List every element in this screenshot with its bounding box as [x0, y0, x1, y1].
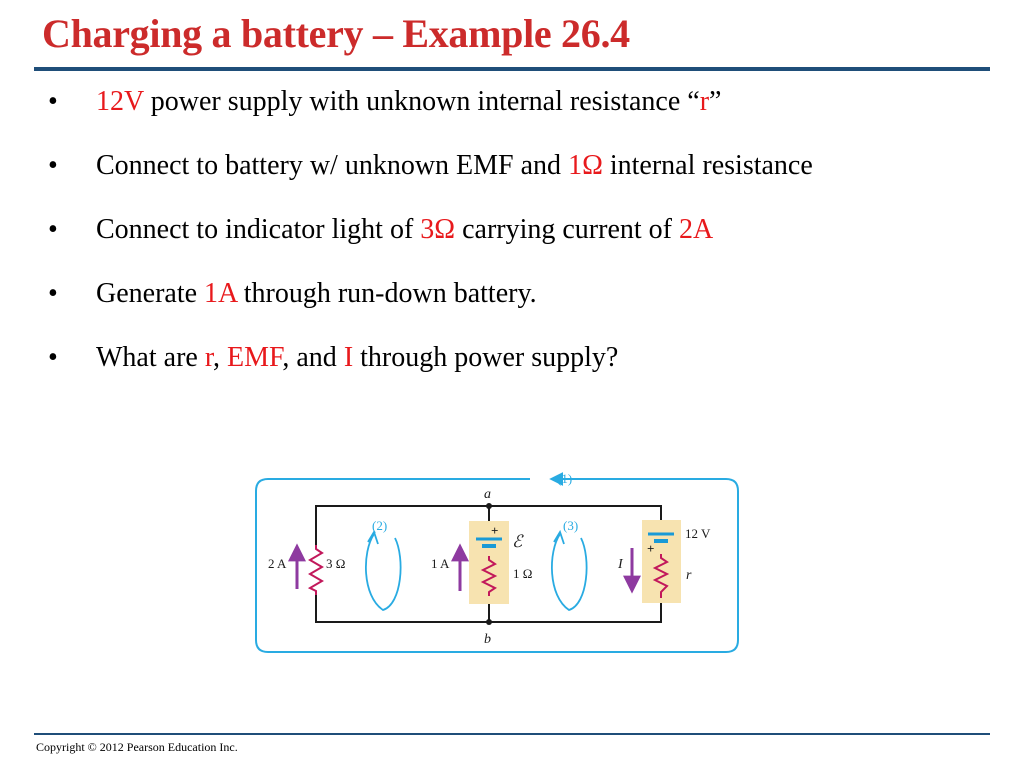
- branch1-current-label: 2 A: [268, 556, 287, 571]
- bullet-highlight: 1A: [204, 278, 237, 309]
- bullet-item: • 12V power supply with unknown internal…: [0, 84, 1024, 148]
- branch3-current-label: I: [617, 557, 624, 572]
- bullet-segment: Generate: [96, 278, 205, 309]
- bullet-segment: Connect to battery w/ unknown EMF and: [96, 150, 569, 181]
- bullet-highlight: 1Ω: [568, 150, 603, 181]
- bullet-item: • Connect to indicator light of 3Ω carry…: [0, 212, 1024, 276]
- bullet-segment: What are: [96, 342, 205, 373]
- bullet-text: Connect to battery w/ unknown EMF and 1Ω…: [96, 148, 813, 184]
- loop-3-arrowhead: [553, 529, 565, 545]
- bullet-dot: •: [48, 342, 58, 373]
- bullet-text: What are r, EMF, and I through power sup…: [96, 340, 618, 376]
- resistor-3ohm: [307, 545, 324, 595]
- bullet-item: • Connect to battery w/ unknown EMF and …: [0, 148, 1024, 212]
- branch3-voltage-label: 12 V: [685, 526, 711, 541]
- battery-emf-box: [469, 521, 509, 604]
- bullet-item: • Generate 1A through run-down battery.: [0, 276, 1024, 340]
- bullet-highlight: 2A: [678, 214, 714, 245]
- branch1-resistance-label: 3 Ω: [326, 556, 345, 571]
- bullet-highlight: 3Ω: [420, 214, 456, 245]
- loop-3-path: [551, 533, 588, 611]
- node-a-dot: [486, 503, 492, 509]
- branch2-emf-label: ℰ: [512, 532, 524, 551]
- bullet-text: Generate 1A through run-down battery.: [96, 276, 537, 312]
- bullet-highlight: r: [204, 342, 214, 373]
- slide-title: Charging a battery – Example 26.4: [42, 11, 630, 56]
- loop-3-label: (3): [563, 518, 578, 533]
- node-a-label: a: [484, 487, 491, 502]
- bullet-list: • 12V power supply with unknown internal…: [0, 84, 1024, 404]
- bullet-segment: power supply with unknown internal resis…: [143, 86, 700, 117]
- bullet-item: • What are r, EMF, and I through power s…: [0, 340, 1024, 404]
- bullet-text: Connect to indicator light of 3Ω carryin…: [96, 212, 713, 248]
- resistor-1ohm: [480, 556, 498, 596]
- bullet-segment: carrying current of: [455, 214, 679, 245]
- bullet-highlight: r: [699, 86, 710, 117]
- title-divider: [34, 67, 990, 71]
- bullet-segment: Connect to indicator light of: [96, 214, 421, 245]
- node-b-label: b: [484, 632, 491, 647]
- branch2-resistance-label: 1 Ω: [513, 566, 532, 581]
- branch3-resistance-label: r: [686, 568, 692, 583]
- node-b-dot: [486, 619, 492, 625]
- bullet-segment: ,: [213, 342, 228, 373]
- loop-2-arrowhead: [367, 529, 379, 545]
- bullet-text: 12V power supply with unknown internal r…: [96, 84, 721, 120]
- copyright-notice: Copyright © 2012 Pearson Education Inc.: [36, 740, 238, 754]
- footer-divider: [34, 733, 990, 735]
- bullet-dot: •: [48, 214, 58, 245]
- bullet-segment: , and: [282, 342, 344, 373]
- battery-emf-plus: +: [491, 523, 498, 538]
- branch2-current-label: 1 A: [431, 556, 450, 571]
- loop-2-path: [365, 533, 402, 611]
- resistor-r: [652, 554, 670, 598]
- bullet-dot: •: [48, 86, 58, 117]
- loop-1-label: (1): [557, 471, 572, 486]
- bullet-dot: •: [48, 278, 58, 309]
- bullet-segment: through run-down battery.: [236, 278, 537, 309]
- bullet-segment: internal resistance: [602, 150, 813, 181]
- bullet-highlight: I: [343, 342, 354, 373]
- bullet-segment: through power supply?: [353, 342, 619, 373]
- circuit-diagram: (1) a b 2 A 3 Ω (2) + 1 A ℰ 1 Ω (3) + I …: [255, 471, 739, 653]
- bullet-highlight: EMF: [227, 342, 283, 373]
- power-supply-plus: +: [647, 541, 654, 556]
- bullet-dot: •: [48, 150, 58, 181]
- loop-1-path: [255, 472, 739, 653]
- bullet-segment: ”: [709, 86, 722, 117]
- loop-2-label: (2): [372, 518, 387, 533]
- bullet-highlight: 12V: [96, 86, 144, 117]
